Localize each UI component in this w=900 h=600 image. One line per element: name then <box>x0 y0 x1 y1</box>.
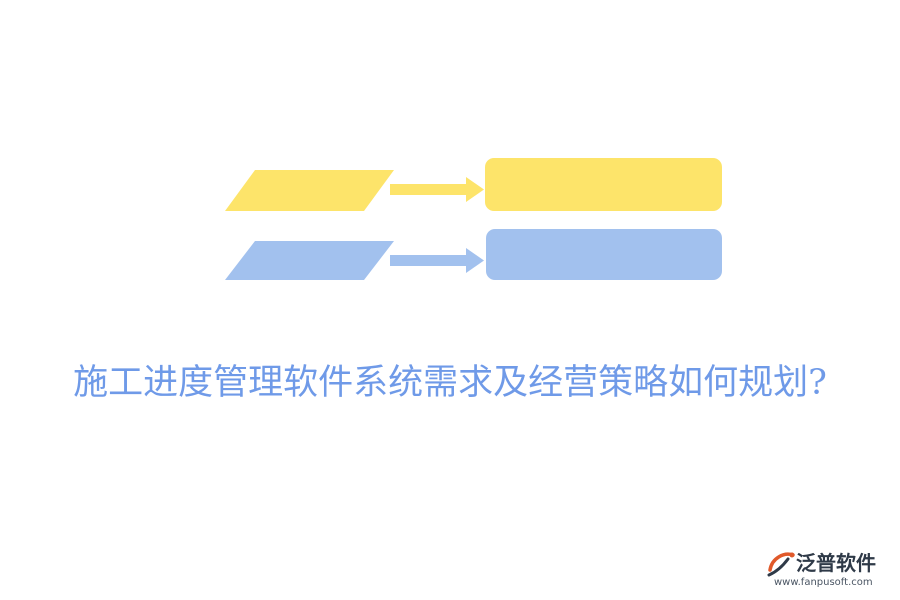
brand-url: www.fanpusoft.com <box>774 577 873 588</box>
brand-logo[interactable]: 泛普软件 www.fanpusoft.com <box>760 548 896 594</box>
yellow-parallelogram <box>225 170 394 211</box>
yellow-rounded-box <box>485 158 722 211</box>
brand-name: 泛普软件 <box>796 551 876 575</box>
blue-parallelogram <box>225 241 394 280</box>
page-title: 施工进度管理软件系统需求及经营策略如何规划? <box>73 363 827 403</box>
blue-arrow-shaft <box>390 255 468 266</box>
brand-mark-icon <box>767 552 795 577</box>
blue-arrow-head <box>466 248 484 273</box>
yellow-arrow-head <box>466 177 484 202</box>
yellow-arrow-shaft <box>390 184 468 195</box>
blue-rounded-box <box>486 229 722 280</box>
